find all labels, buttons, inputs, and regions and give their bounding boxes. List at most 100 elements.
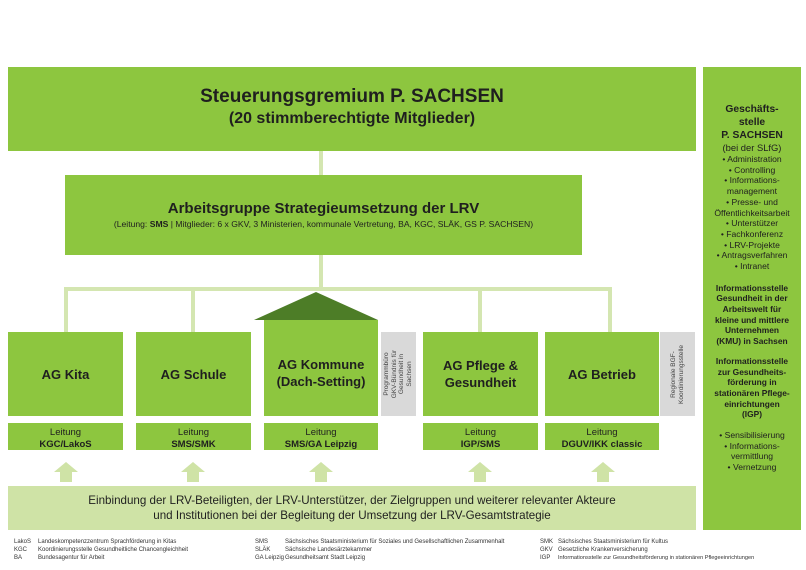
sidebar-item: • Controlling xyxy=(728,164,776,175)
legend-col-2: SMS Sächsisches Staatsministerium für Soz… xyxy=(255,538,540,562)
legend-abbr: KGC xyxy=(14,547,28,553)
legend-abbr: SLÄK xyxy=(255,547,271,553)
legend-row: IGP Informationsstelle zur Gesundheitsför… xyxy=(540,554,804,562)
info-line: Informationsstelle xyxy=(715,356,789,367)
leitung-label: Leitung xyxy=(464,427,497,438)
info-line: einrichtungen xyxy=(724,398,780,409)
info-line: förderung in xyxy=(727,377,777,388)
einbindung-line2: und Institutionen bei der Begleitung der… xyxy=(153,509,551,522)
connector-schule xyxy=(191,287,195,332)
legend-desc: Gesundheitsamt Stadt Leipzig xyxy=(285,555,366,561)
legend-row: LakoS Landeskompetenzzentrum Sprachförder… xyxy=(14,538,249,546)
info-line: Arbeitswelt für xyxy=(722,303,782,314)
leitung-kita: Leitung KGC/LakoS xyxy=(8,423,123,450)
sidebar-item: vermittlung xyxy=(730,451,774,462)
steuerungsgremium-box: Steuerungsgremium P. SACHSEN (20 stimmbe… xyxy=(8,67,696,151)
ag-kommune-box: AG Kommune (Dach-Setting) xyxy=(264,320,378,416)
info-line: Unternehmen xyxy=(725,325,779,336)
geschaeftsstelle-sidebar: Geschäfts- stelle P. SACHSEN (bei der SL… xyxy=(703,67,801,530)
legend-row: KGC Koordinierungsstelle Gesundheitliche … xyxy=(14,546,249,554)
sidebar-title-3: P. SACHSEN xyxy=(721,130,783,141)
leitung-value: SMS/SMK xyxy=(171,439,216,450)
leitung-value: DGUV/IKK classic xyxy=(561,439,643,450)
up-arrow-icon xyxy=(181,462,205,482)
sidebar-info-kmu: Informationsstelle Gesundheit in der Arb… xyxy=(703,283,801,347)
sidebar-sub: (bei der SLfG) xyxy=(722,142,782,153)
legend-abbr: GKV xyxy=(540,547,553,553)
ag-schule-title: AG Schule xyxy=(160,366,227,382)
info-line: Informationsstelle xyxy=(715,282,789,293)
connector-pflege xyxy=(478,287,482,332)
sidebar-item: • Sensibilisierung xyxy=(719,429,785,440)
legend-desc: Koordinierungsstelle Gesundheitliche Cha… xyxy=(38,547,189,553)
up-arrow-icon xyxy=(309,462,333,482)
leitung-value: SMS/GA Leipzig xyxy=(284,439,358,450)
steuerungsgremium-title: Steuerungsgremium P. SACHSEN xyxy=(200,86,504,107)
sidebar-items-2: • Sensibilisierung • Informations- vermi… xyxy=(703,430,801,473)
sidebar-item: • Unterstützer xyxy=(725,218,779,229)
regionale-bgf-box: Regionale BGF- Koordinierungsstelle xyxy=(660,332,695,416)
ag-pflege-title-line1: AG Pflege & xyxy=(442,358,519,373)
connector-top-vertical xyxy=(319,150,323,176)
info-line: stationären Pflege- xyxy=(714,388,790,399)
sidebar-title-1: Geschäfts- xyxy=(725,104,779,115)
legend-abbr: LakoS xyxy=(14,539,32,545)
sidebar-item: management xyxy=(726,186,778,197)
sidebar-item: • Vernetzung xyxy=(727,461,777,472)
info-line: (IGP) xyxy=(741,409,762,420)
legend-col-1: LakoS Landeskompetenzzentrum Sprachförder… xyxy=(14,538,249,562)
connector-mid-vertical xyxy=(319,255,323,289)
legend-abbr: SMS xyxy=(255,539,269,545)
legend-desc: Gesetzliche Krankenversicherung xyxy=(558,547,648,553)
ag-pflege-title-line2: Gesundheit xyxy=(444,375,517,390)
leitung-label: Leitung xyxy=(305,427,337,438)
ag-kita-title: AG Kita xyxy=(41,366,90,382)
legend-abbr: IGP xyxy=(540,555,551,561)
legend-desc: Informationsstelle zur Gesundheitsförder… xyxy=(558,555,755,561)
up-arrow-icon xyxy=(591,462,615,482)
ag-kommune-title-line2: (Dach-Setting) xyxy=(276,374,366,389)
ag-strategie-sub-prefix: (Leitung: xyxy=(113,219,150,229)
ag-betrieb-box: AG Betrieb xyxy=(545,332,659,416)
ag-kommune-title-line1: AG Kommune xyxy=(277,357,365,372)
ag-strategie-sub-bold: SMS xyxy=(149,219,169,229)
sidebar-item: • Antragsverfahren xyxy=(716,250,788,261)
info-line: kleine und mittlere xyxy=(715,314,789,325)
leitung-pflege: Leitung IGP/SMS xyxy=(423,423,538,450)
info-line: (KMU) in Sachsen xyxy=(716,335,788,346)
info-line: Gesundheit in der xyxy=(716,293,788,304)
sidebar-item: • Intranet xyxy=(734,261,770,272)
up-arrow-icon xyxy=(54,462,78,482)
programmbuero-box: Programmbüro GKV-Bündnis für Gesundheit … xyxy=(381,332,416,416)
leitung-value: IGP/SMS xyxy=(460,439,501,450)
connector-kita xyxy=(64,287,68,332)
connector-horizontal xyxy=(64,287,612,291)
leitung-betrieb: Leitung DGUV/IKK classic xyxy=(545,423,659,450)
sidebar-item: • LRV-Projekte xyxy=(724,239,780,250)
ag-schule-box: AG Schule xyxy=(136,332,251,416)
sidebar-title-2: stelle xyxy=(738,117,766,128)
sidebar-item: • Administration xyxy=(722,154,782,164)
connector-betrieb xyxy=(608,287,612,332)
ag-strategie-title: Arbeitsgruppe Strategieumsetzung der LRV xyxy=(167,200,480,217)
sidebar-info-igp: Informationsstelle zur Gesundheits- förd… xyxy=(703,356,801,420)
sidebar-item: • Informations- xyxy=(724,175,780,186)
roof-icon xyxy=(254,292,378,320)
legend-desc: Sächsische Landesärztekammer xyxy=(285,547,373,553)
sidebar-item: • Presse- und xyxy=(726,196,778,207)
legend-abbr: GA Leipzig xyxy=(255,555,285,561)
ag-strategie-subtitle: (Leitung: SMS | Mitglieder: 6 x GKV, 3 M… xyxy=(65,218,582,230)
ag-betrieb-title: AG Betrieb xyxy=(568,366,636,382)
legend-desc: Sächsisches Staatsministerium für Sozial… xyxy=(285,539,505,545)
leitung-kommune: Leitung SMS/GA Leipzig xyxy=(264,423,378,450)
regionale-bgf-text: Regionale BGF- Koordinierungsstelle xyxy=(670,344,685,404)
programmbuero-text: Programmbüro GKV-Bündnis für Gesundheit … xyxy=(383,349,414,399)
sidebar-item: • Fachkonferenz xyxy=(720,228,784,239)
legend-desc: Landeskompetenzzentrum Sprachförderung i… xyxy=(38,539,177,545)
ag-kita-box: AG Kita xyxy=(8,332,123,416)
legend-row: SLÄK Sächsische Landesärztekammer xyxy=(255,546,540,554)
